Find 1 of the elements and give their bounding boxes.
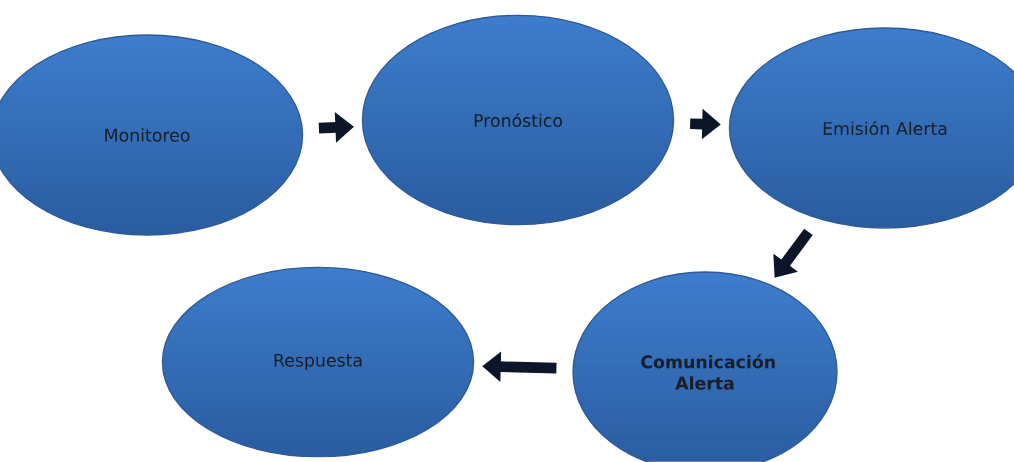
arrow <box>773 228 813 278</box>
